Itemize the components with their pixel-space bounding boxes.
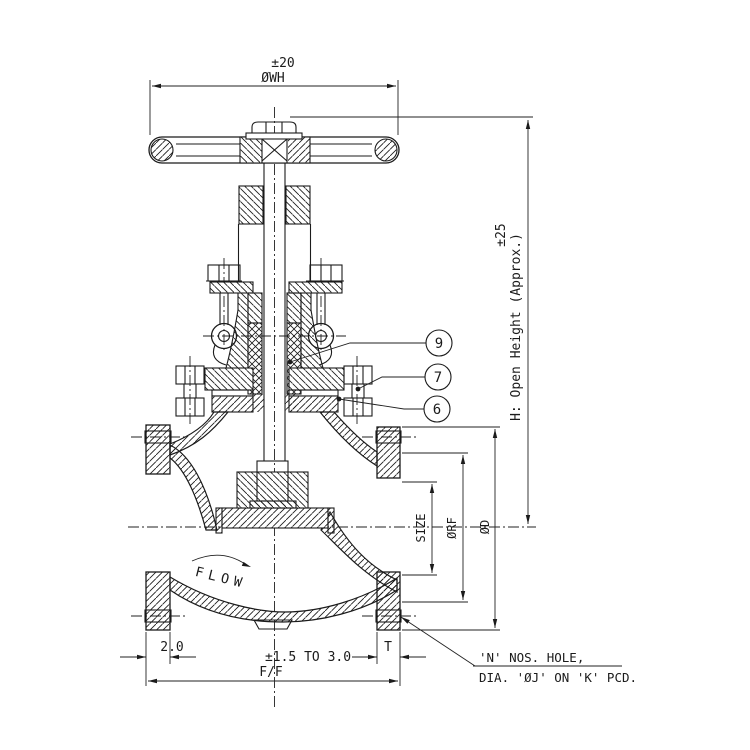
dimension-size: SIZE xyxy=(402,481,437,576)
dim-ff-tolerance: ±1.5 TO 3.0 xyxy=(265,650,351,665)
dimension-flange-thickness: T xyxy=(352,632,426,686)
handwheel-hub xyxy=(239,136,311,164)
balloon-7: 7 xyxy=(355,363,452,392)
balloon-6-number: 6 xyxy=(433,402,441,418)
dim-open-height-label: H: Open Height (Approx.) xyxy=(509,233,524,421)
dim-ff-label: F/F xyxy=(259,665,283,680)
bonnet-stud-right xyxy=(343,365,373,417)
bonnet-flange xyxy=(204,367,345,391)
dimension-open-height: ±25 H: Open Height (Approx.) xyxy=(290,116,533,524)
body-wall-outlet xyxy=(320,510,398,593)
balloon-6: 6 xyxy=(336,395,451,423)
body-wall-inlet xyxy=(169,444,218,531)
flow-indicator: FLOW xyxy=(191,554,251,592)
dimension-face-to-face: ±1.5 TO 3.0 F/F xyxy=(148,650,398,684)
dim-size-label: SIZE xyxy=(414,514,428,543)
body-neck-right xyxy=(318,411,378,468)
dim-od-label: ØD xyxy=(478,520,492,534)
seat-ring xyxy=(215,507,335,534)
dim-t-label: T xyxy=(384,640,392,655)
bonnet-stud-left xyxy=(175,365,205,417)
dim-handwheel-tolerance: ±20 xyxy=(271,56,294,71)
dimension-raised-face: ØRF xyxy=(402,452,468,603)
body-bonnet-ring xyxy=(211,394,339,413)
balloon-9: 9 xyxy=(287,329,453,365)
dim-handwheel-dia: ØWH xyxy=(261,71,284,86)
dimension-flange-edge: 2.0 xyxy=(120,632,196,686)
valve-body xyxy=(144,411,402,631)
gland-follower xyxy=(247,292,302,324)
handwheel-nut xyxy=(245,121,303,140)
dimension-handwheel: ±20 ØWH xyxy=(149,56,399,135)
handwheel-spoke-section-left xyxy=(150,138,174,162)
bonnet-gasket xyxy=(211,389,339,397)
dim-flange-edge-label: 2.0 xyxy=(160,640,183,655)
note-line2: DIA. 'ØJ' ON 'K' PCD. xyxy=(479,670,637,685)
handwheel xyxy=(148,121,400,164)
drain-boss xyxy=(253,619,293,630)
note-line1: 'N' NOS. HOLE, xyxy=(479,650,584,665)
flange-left xyxy=(144,424,172,631)
balloon-7-number: 7 xyxy=(434,370,442,386)
body-belly xyxy=(169,575,398,623)
dim-rf-label: ØRF xyxy=(445,517,459,539)
dim-height-tolerance: ±25 xyxy=(494,223,509,246)
body-neck-left xyxy=(169,411,230,456)
flow-label: FLOW xyxy=(194,564,249,592)
valve-disc xyxy=(236,460,309,509)
yoke-bush xyxy=(238,185,311,225)
flange-hole-note: 'N' NOS. HOLE, DIA. 'ØJ' ON 'K' PCD. xyxy=(400,616,637,685)
gland-flange xyxy=(209,281,343,294)
bonnet xyxy=(175,292,373,417)
dimension-flange-od: ØD xyxy=(402,426,500,631)
handwheel-spoke-section-right xyxy=(374,138,398,162)
balloon-9-number: 9 xyxy=(435,336,443,352)
